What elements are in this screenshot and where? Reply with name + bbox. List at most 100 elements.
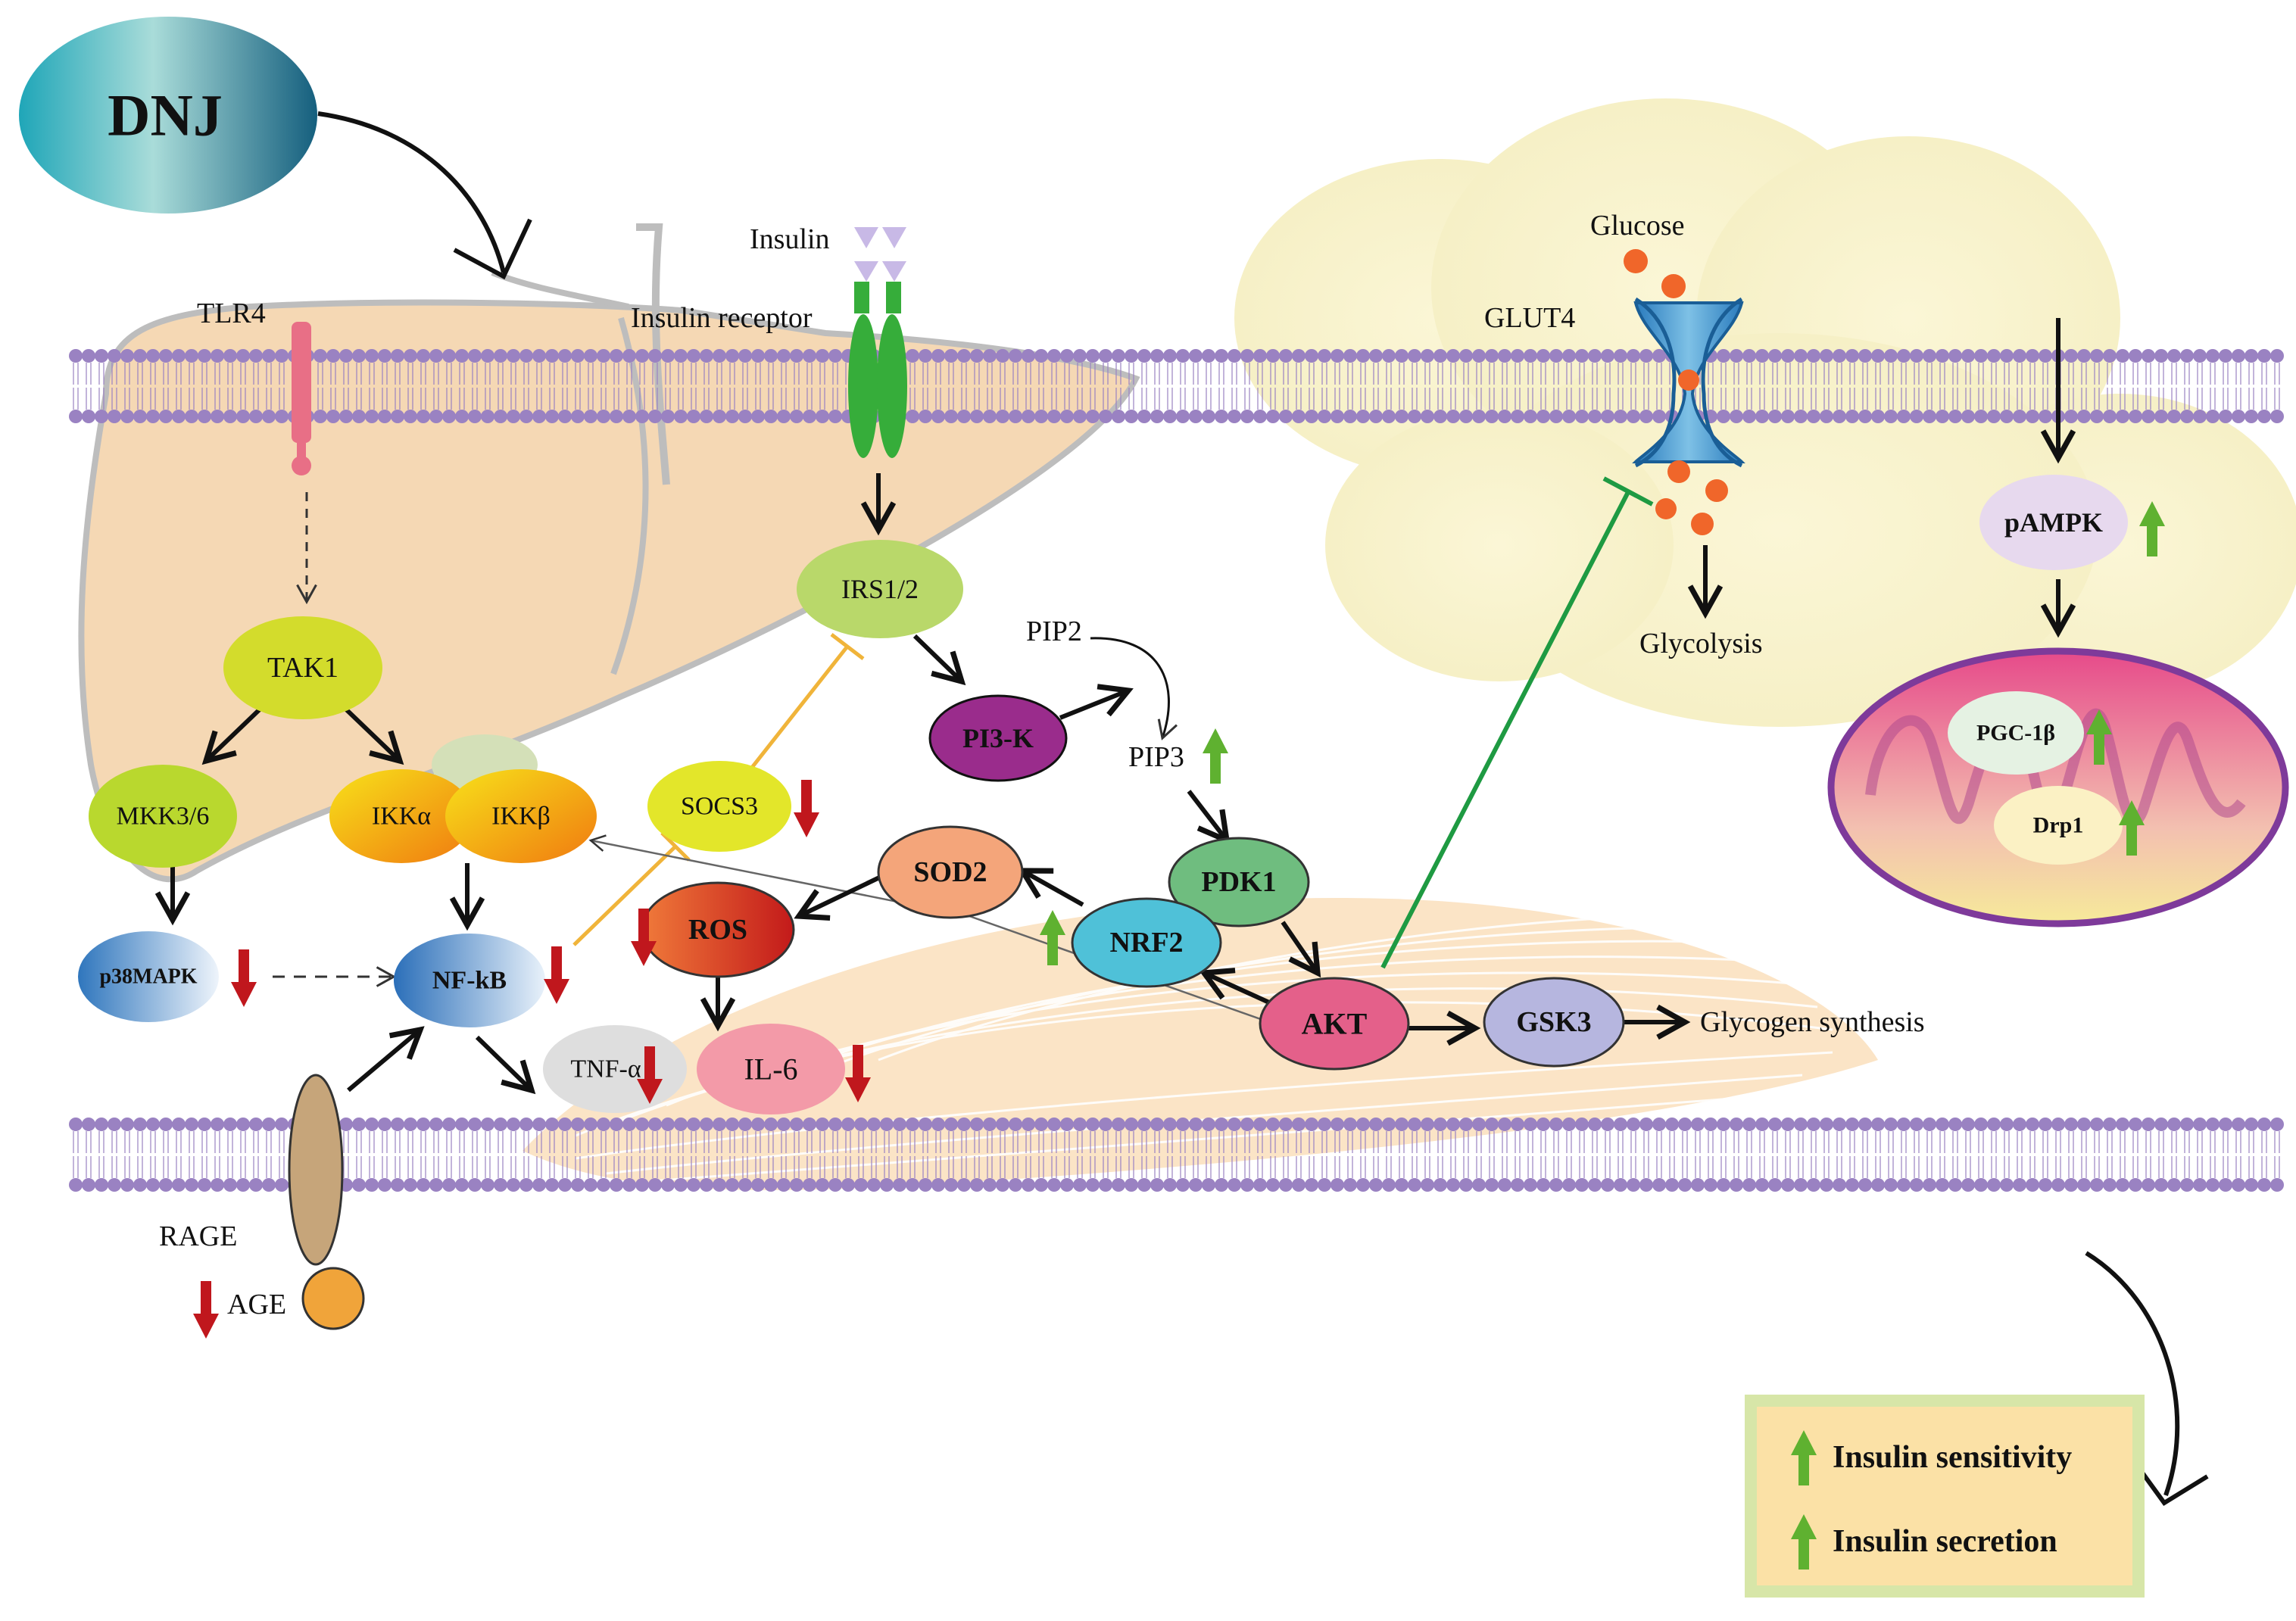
lipid-head <box>442 410 456 423</box>
lipid-head <box>494 349 507 363</box>
lipid-head <box>687 410 700 423</box>
lipid-tail <box>2274 1131 2280 1153</box>
lipid-head <box>378 1118 392 1131</box>
lipid-tail <box>1849 1156 1855 1178</box>
lipid-head <box>1240 1118 1254 1131</box>
lipid-tail <box>1218 363 1224 385</box>
lipid-tail <box>2158 388 2164 410</box>
lipid-tail <box>2004 1156 2010 1178</box>
lipid-tail <box>1476 388 1482 410</box>
age-down-arrow <box>193 1281 219 1339</box>
lipid-head <box>1472 410 1486 423</box>
lipid-tail <box>369 388 375 410</box>
lipid-tail <box>214 388 220 410</box>
lipid-tail <box>253 1131 259 1153</box>
lipid-tail <box>2029 1156 2036 1178</box>
lipid-tail <box>1540 1156 1546 1178</box>
lipid-head <box>2000 349 2014 363</box>
lipid-head <box>635 1118 649 1131</box>
lipid-tail <box>1643 1131 1649 1153</box>
lipid-head <box>146 1118 160 1131</box>
rage-label: RAGE <box>159 1220 237 1252</box>
lipid-head <box>146 410 160 423</box>
lipid-head <box>803 1178 816 1192</box>
lipid-tail <box>227 363 233 385</box>
lipid-head <box>211 349 224 363</box>
lipid-tail <box>678 1131 684 1153</box>
lipid-tail <box>768 363 774 385</box>
lipid-head <box>2077 410 2091 423</box>
lipid-tail <box>2004 388 2010 410</box>
lipid-head <box>1034 1178 1048 1192</box>
lipid-head <box>1112 410 1125 423</box>
lipid-head <box>1588 1178 1602 1192</box>
lipid-head <box>1575 349 1589 363</box>
lipid-tail <box>2017 1131 2023 1153</box>
lipid-head <box>1073 349 1087 363</box>
lipid-head <box>1562 1118 1576 1131</box>
pip2-label: PIP2 <box>1026 616 1082 647</box>
lipid-tail <box>832 1156 838 1178</box>
lipid-head <box>957 1178 971 1192</box>
lipid-tail <box>523 388 529 410</box>
lipid-tail <box>2158 363 2164 385</box>
lipid-tail <box>201 363 207 385</box>
tlr4-anchor <box>292 456 311 475</box>
outcome-arrow <box>2085 1251 2180 1496</box>
lipid-head <box>159 1118 173 1131</box>
lipid-head <box>1884 1178 1898 1192</box>
lipid-head <box>2270 1118 2284 1131</box>
lipid-tail <box>549 388 555 410</box>
lipid-head <box>1987 410 2001 423</box>
lipid-head <box>919 349 932 363</box>
lipid-tail <box>163 1131 169 1153</box>
lipid-head <box>2000 410 2014 423</box>
lipid-head <box>1768 1118 1782 1131</box>
lipid-tail <box>2081 388 2087 410</box>
lipid-tail <box>510 363 516 385</box>
lipid-tail <box>1077 1131 1083 1153</box>
lipid-head <box>1936 1118 1949 1131</box>
lipid-head <box>1730 349 1743 363</box>
lipid-tail <box>356 363 362 385</box>
lipid-tail <box>742 363 748 385</box>
ros-down-arrow <box>631 909 657 966</box>
lipid-head <box>455 1118 469 1131</box>
lipid-tail <box>1605 363 1611 385</box>
lipid-head <box>1614 349 1627 363</box>
lipid-head <box>1009 1178 1022 1192</box>
lipid-head <box>1343 349 1357 363</box>
lipid-head <box>777 1178 791 1192</box>
lipid-tail <box>2120 388 2126 410</box>
lipid-head <box>1948 1118 1962 1131</box>
lipid-head <box>648 1178 662 1192</box>
lipid-tail <box>601 1156 607 1178</box>
lipid-head <box>1575 1178 1589 1192</box>
lipid-head <box>2026 1178 2039 1192</box>
lipid-tail <box>1077 363 1083 385</box>
lipid-tail <box>1901 1131 1907 1153</box>
lipid-tail <box>794 1131 800 1153</box>
lipid-tail <box>1257 363 1263 385</box>
lipid-tail <box>1901 363 1907 385</box>
lipid-head <box>983 1178 997 1192</box>
lipid-tail <box>1708 388 1714 410</box>
glut4-label: GLUT4 <box>1484 302 1575 334</box>
lipid-tail <box>356 388 362 410</box>
lipid-head <box>1742 1178 1756 1192</box>
lipid-tail <box>819 1156 825 1178</box>
lipid-head <box>906 349 919 363</box>
lipid-tail <box>1656 363 1662 385</box>
lipid-tail <box>1579 1131 1585 1153</box>
lipid-tail <box>1412 1131 1418 1153</box>
lipid-tail <box>1334 388 1340 410</box>
glut4-subunit-left <box>1634 297 1677 468</box>
lipid-tail <box>1939 1131 1945 1153</box>
lipid-head <box>1678 1118 1692 1131</box>
lipid-head <box>1845 410 1859 423</box>
lipid-head <box>2129 1178 2142 1192</box>
lipid-head <box>429 1178 443 1192</box>
nrf2-label: NRF2 <box>1109 927 1183 959</box>
lipid-head <box>1202 410 1215 423</box>
